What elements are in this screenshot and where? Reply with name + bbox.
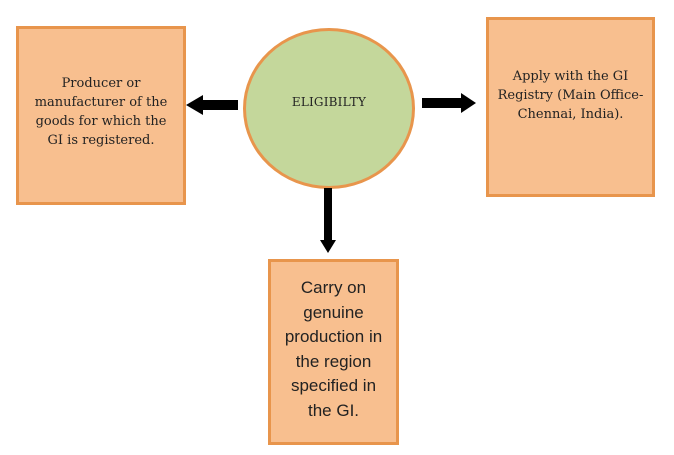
node-eligibility: ELIGIBILTY — [243, 28, 415, 189]
node-producer-text: Producer or manufacturer of the goods fo… — [34, 76, 168, 148]
arrow-down-icon — [320, 188, 336, 253]
arrow-right-icon — [422, 93, 476, 113]
node-genuine-production: Carry on genuine production in the regio… — [268, 259, 399, 445]
node-producer: Producer or manufacturer of the goods fo… — [16, 26, 186, 205]
node-eligibility-label: ELIGIBILTY — [291, 94, 367, 109]
node-apply-registry: Apply with the GI Registry (Main Office-… — [486, 17, 655, 197]
node-genuine-production-text: Carry on genuine production in the regio… — [284, 278, 383, 420]
arrow-left-icon — [186, 95, 238, 115]
node-apply-registry-text: Apply with the GI Registry (Main Office-… — [497, 69, 644, 122]
